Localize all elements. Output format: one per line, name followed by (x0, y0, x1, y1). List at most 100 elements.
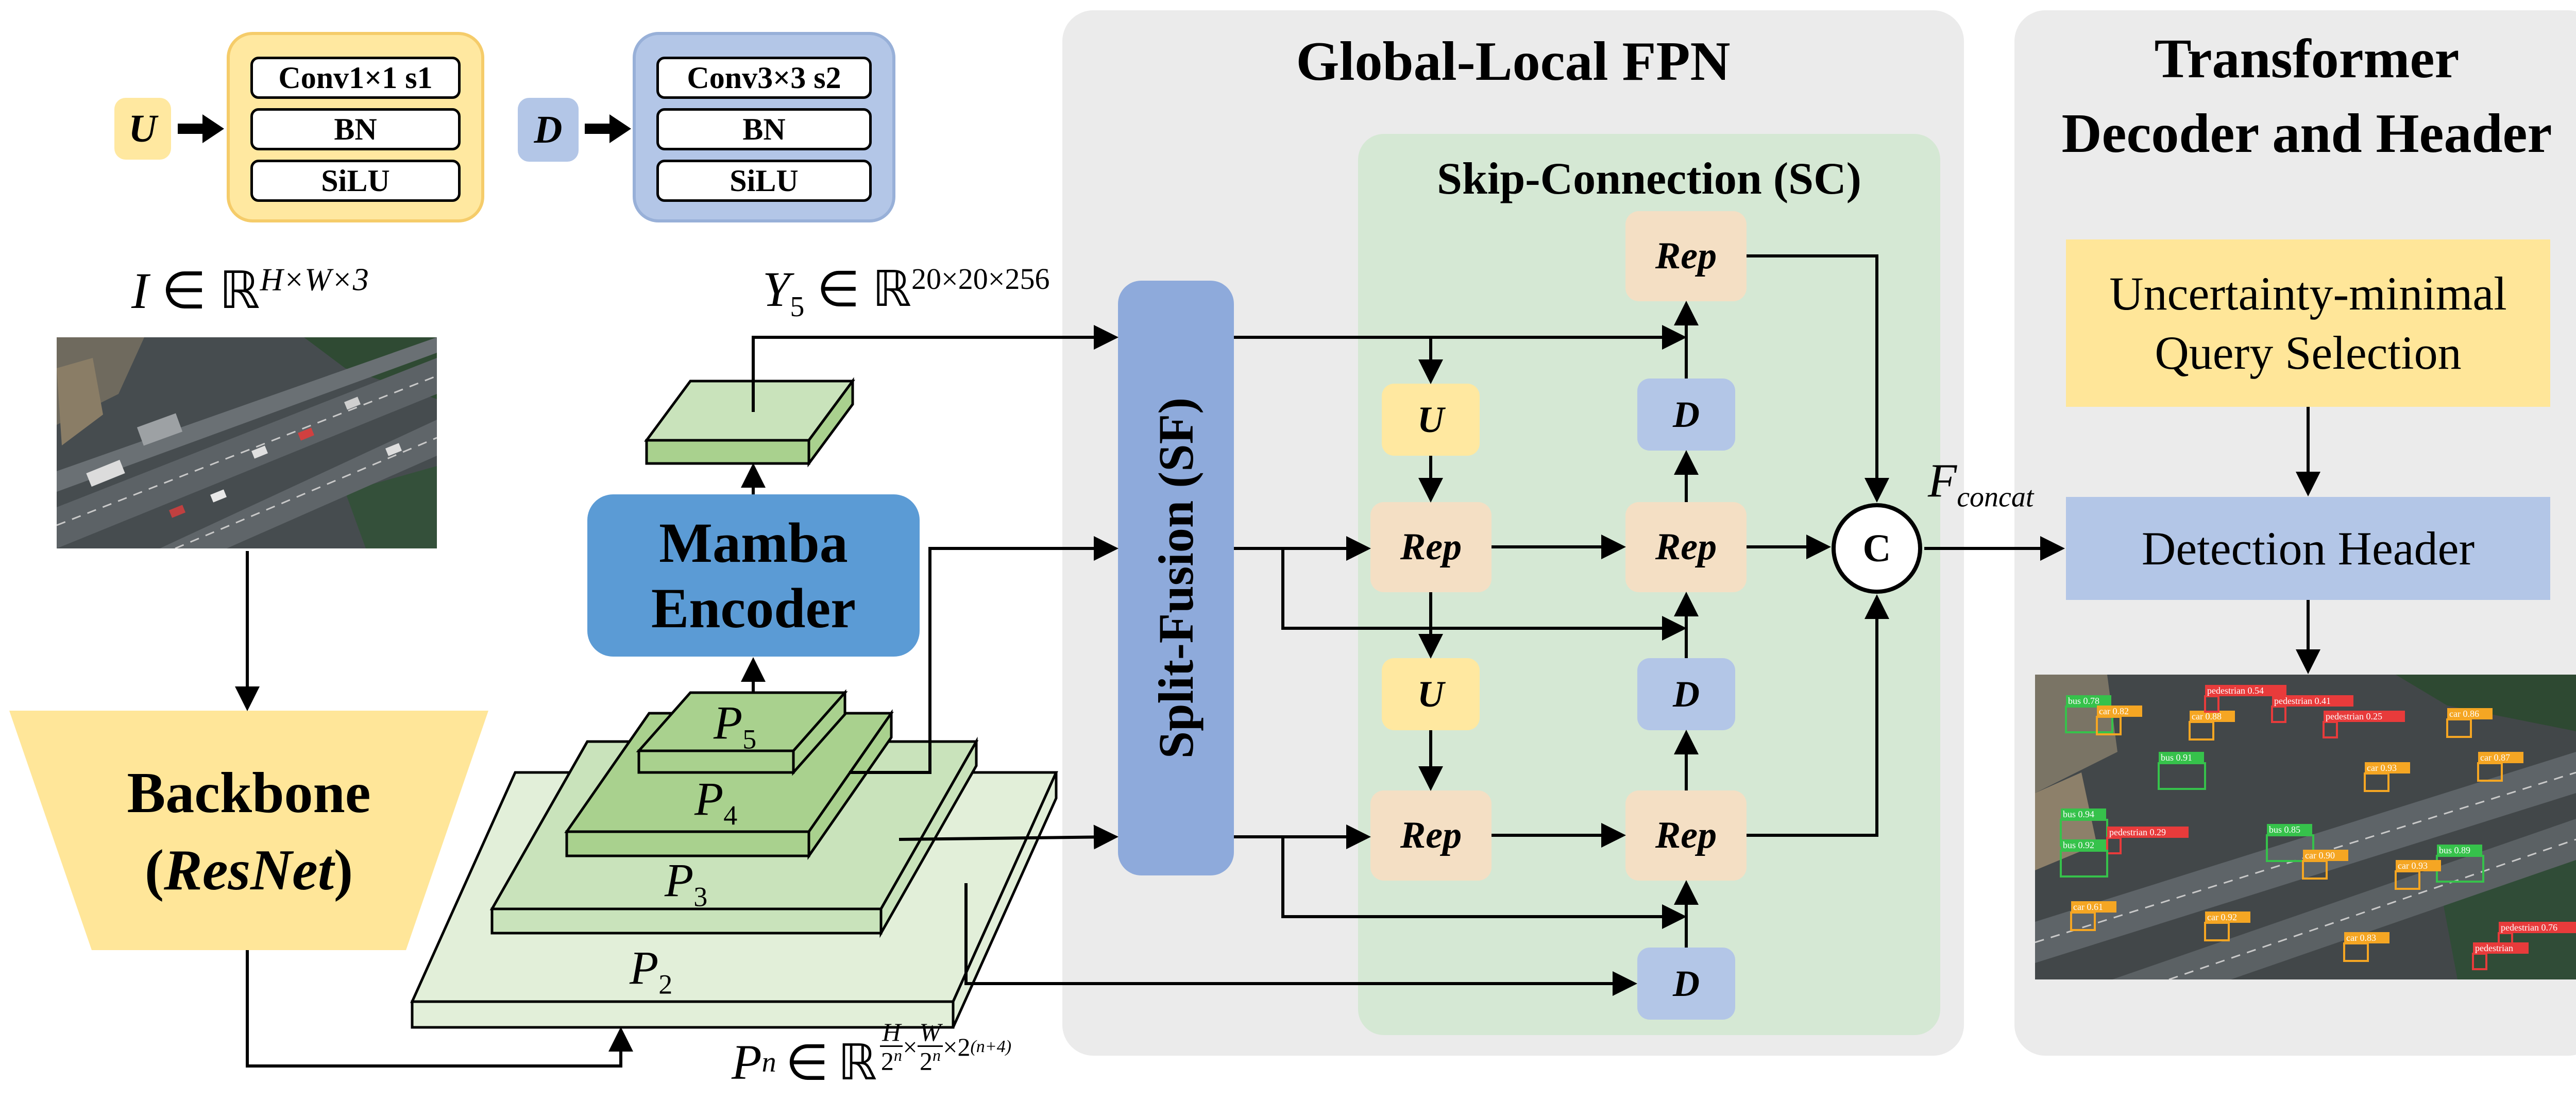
detection-label: car 0.93 (2367, 763, 2397, 773)
y5-symbol: Y (762, 262, 790, 317)
pn-frac-h: H 2n (880, 1019, 903, 1075)
detection-tag (2205, 911, 2250, 923)
detection-tag (2097, 706, 2142, 717)
backbone-title: Backbone (127, 761, 371, 825)
detection-tag (2107, 827, 2189, 838)
p5-slab (636, 689, 848, 776)
legend-d-chip: D (518, 98, 579, 162)
detection-tag (2205, 685, 2286, 696)
arrow-p3-to-sf (899, 824, 1118, 850)
p5-sub: 5 (742, 724, 757, 755)
pn-two-1: 2 (880, 1046, 894, 1076)
pn-h: H (880, 1019, 903, 1047)
detection-tag (2159, 752, 2204, 763)
detection-label: bus 0.94 (2063, 809, 2094, 819)
arrow-p4-to-sf (849, 536, 1118, 774)
y5-slab (644, 377, 855, 468)
encoder-line2: Encoder (651, 576, 856, 640)
fconcat-sub: concat (1957, 481, 2034, 513)
detection-label: bus 0.92 (2063, 840, 2094, 850)
detection-tag (2344, 932, 2389, 943)
input-aerial-image (57, 337, 437, 548)
d-downsample-mid: D (1637, 658, 1735, 730)
backbone-close-paren: ) (333, 838, 353, 902)
detection-label: bus 0.85 (2269, 824, 2300, 835)
detection-tag (2061, 839, 2106, 851)
detection-label: pedestrian (2475, 943, 2513, 953)
p3-sub: 3 (693, 881, 708, 913)
y5-formula: Y5 ∈ ℝ20×20×256 (762, 260, 1092, 332)
legend-d-label: D (534, 108, 563, 151)
p2-sub: 2 (658, 969, 673, 1000)
arrow-rep-bottom-to-concat (1747, 594, 1889, 837)
pn-symbol: P (732, 1035, 762, 1090)
split-fusion-block: Split-Fusion (SF) (1118, 281, 1234, 875)
backbone-open-paren: ( (144, 838, 164, 902)
detection-tag (2365, 762, 2410, 773)
decoder-title-line1: Transformer (2154, 28, 2460, 90)
query-line1: Uncertainty-minimal (2109, 267, 2507, 320)
sc-title: Skip-Connection (SC) (1437, 153, 1861, 204)
pn-n-2: n (932, 1046, 941, 1065)
p3-symbol: P (665, 854, 694, 906)
detection-label: car 0.61 (2073, 902, 2103, 912)
detection-tag (2066, 695, 2111, 707)
p2-symbol: P (630, 941, 659, 994)
pn-w: W (917, 1019, 943, 1047)
d-downsample-bottom: D (1637, 948, 1735, 1020)
rep-mid-left: Rep (1370, 502, 1492, 592)
legend-u-row-2: BN (250, 108, 461, 150)
detection-label: car 0.87 (2480, 752, 2510, 763)
y5-dims: 20×20×256 (911, 262, 1050, 296)
y5-sub: 5 (790, 291, 805, 323)
input-symbol: I (131, 262, 149, 319)
detection-tag (2324, 711, 2405, 722)
detection-header-block: Detection Header (2066, 497, 2550, 600)
legend-d-row-2: BN (656, 108, 872, 150)
p3-label: P3 (665, 853, 707, 913)
legend-u-row-1: Conv1×1 s1 (250, 57, 461, 99)
arrow-sf-mid-skip (1281, 548, 1687, 641)
pn-frac-w: W 2n (917, 1019, 943, 1075)
p2-label: P2 (630, 940, 672, 1000)
legend-u-arrow-icon (178, 114, 224, 143)
detection-tag (2061, 808, 2106, 820)
detection-tag (2303, 850, 2348, 861)
p4-symbol: P (694, 772, 724, 825)
input-dims: H×W×3 (260, 262, 369, 298)
input-set: ℝ (219, 262, 260, 319)
legend-d-box: Conv3×3 s2 BN SiLU (633, 32, 895, 222)
query-line2: Query Selection (2155, 326, 2462, 379)
detection-label: car 0.88 (2192, 711, 2222, 721)
detection-label: car 0.82 (2099, 706, 2129, 716)
arrow-y5-to-sf (752, 325, 1118, 412)
rep-bottom-right: Rep (1625, 790, 1747, 881)
pn-n-1: n (893, 1046, 902, 1065)
input-element-of: ∈ (161, 262, 207, 319)
detection-tag (2396, 860, 2441, 871)
detection-label: pedestrian 0.29 (2109, 827, 2166, 837)
detection-label: car 0.83 (2346, 933, 2376, 943)
legend-u-row-3: SiLU (250, 160, 461, 202)
pn-element-of: ∈ (785, 1035, 829, 1090)
pn-times-1: × (903, 1032, 918, 1061)
detection-tag (2447, 708, 2493, 719)
fpn-title: Global-Local FPN (1296, 31, 1731, 92)
detection-tag (2267, 824, 2312, 835)
pn-set: ℝ (838, 1035, 877, 1090)
backbone-name: ResNet (164, 838, 334, 902)
detection-label: bus 0.78 (2068, 696, 2099, 706)
detection-label: pedestrian 0.41 (2274, 696, 2331, 706)
d-downsample-top: D (1637, 379, 1735, 451)
legend-d-row-1: Conv3×3 s2 (656, 57, 872, 99)
mamba-encoder-block: Mamba Encoder (587, 494, 920, 657)
p5-label: P5 (714, 695, 756, 755)
detection-label: car 0.90 (2305, 850, 2335, 861)
query-selection-block: Uncertainty-minimal Query Selection (2066, 239, 2550, 407)
detection-label: pedestrian 0.25 (2326, 711, 2382, 721)
input-formula: I ∈ ℝH×W×3 (131, 260, 420, 332)
legend-d-row-3: SiLU (656, 160, 872, 202)
